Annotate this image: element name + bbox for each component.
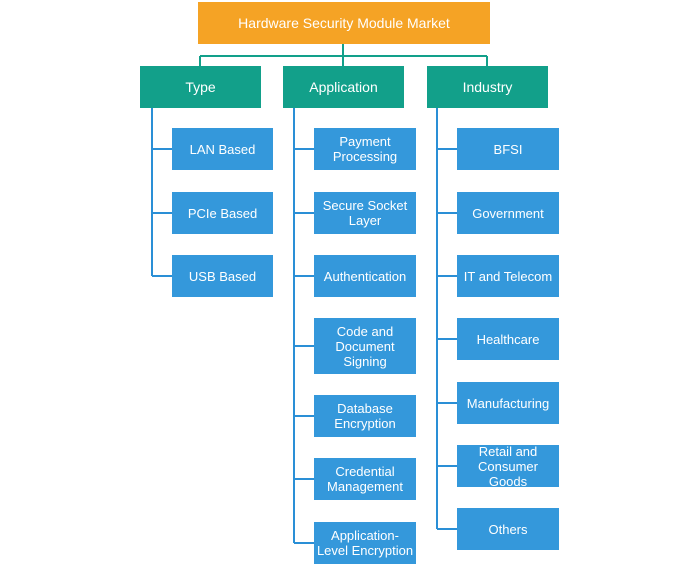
industry-healthcare: Healthcare <box>457 318 559 360</box>
industry-manufacturing: Manufacturing <box>457 382 559 424</box>
type-usb-based: USB Based <box>172 255 273 297</box>
type-lan-based: LAN Based <box>172 128 273 170</box>
category-application: Application <box>283 66 404 108</box>
app-credential-management: Credential Management <box>314 458 416 500</box>
industry-government: Government <box>457 192 559 234</box>
root-node: Hardware Security Module Market <box>198 2 490 44</box>
app-application-level-encryption: Application-Level Encryption <box>314 522 416 564</box>
app-authentication: Authentication <box>314 255 416 297</box>
type-pcie-based: PCIe Based <box>172 192 273 234</box>
app-code-document-signing: Code and Document Signing <box>314 318 416 374</box>
category-type: Type <box>140 66 261 108</box>
industry-retail-consumer-goods: Retail and Consumer Goods <box>457 444 559 489</box>
app-payment-processing: Payment Processing <box>314 128 416 170</box>
category-industry: Industry <box>427 66 548 108</box>
app-database-encryption: Database Encryption <box>314 395 416 437</box>
app-secure-socket-layer: Secure Socket Layer <box>314 192 416 234</box>
industry-it-telecom: IT and Telecom <box>457 255 559 297</box>
industry-bfsi: BFSI <box>457 128 559 170</box>
industry-others: Others <box>457 508 559 550</box>
